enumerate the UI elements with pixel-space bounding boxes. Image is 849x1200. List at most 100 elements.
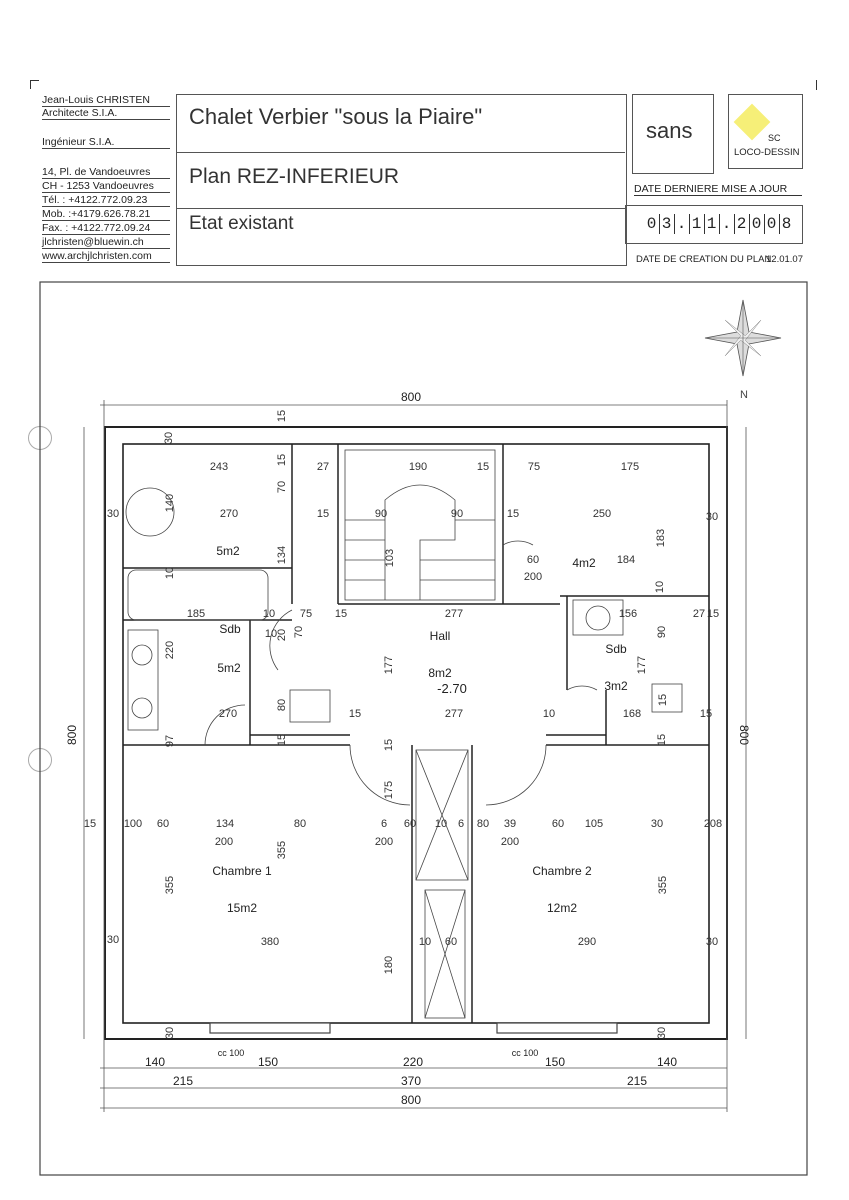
interior-dimension-label: 6 <box>458 818 464 830</box>
room-name: Sdb <box>605 642 627 656</box>
interior-dimension-label: 168 <box>623 708 641 720</box>
interior-dimension-label: 30 <box>107 934 119 946</box>
interior-dimension-label: 270 <box>219 708 237 720</box>
interior-dimension-label: 80 <box>294 818 306 830</box>
interior-dimension-label: 10 <box>263 608 275 620</box>
interior-dimension-label: 177 <box>383 656 395 674</box>
email: jlchristen@bluewin.ch <box>42 236 170 249</box>
interior-dimension-label: 15 <box>276 734 288 746</box>
interior-dimension-label: 290 <box>578 936 596 948</box>
interior-dimension-label: 10 <box>654 581 666 593</box>
interior-dimension-label: 15 <box>276 410 288 422</box>
interior-dimension-label: 30 <box>706 511 718 523</box>
scale-box <box>632 94 714 174</box>
dim-bottom-1: 140 <box>145 1055 165 1069</box>
room-area: 5m2 <box>216 544 240 558</box>
dim-bottom-1: 220 <box>403 1055 423 1069</box>
website: www.archjlchristen.com <box>42 250 170 263</box>
dim-bottom-2: 215 <box>627 1074 647 1088</box>
address-line-2: CH - 1253 Vandoeuvres <box>42 180 170 193</box>
interior-dimension-label: 15 <box>507 508 519 520</box>
windows <box>209 1022 618 1034</box>
corner-mark <box>816 80 817 90</box>
interior-dimension-label: 30 <box>163 432 175 444</box>
dim-bottom-1: 140 <box>657 1055 677 1069</box>
fax: Fax. : +4122.772.09.24 <box>42 222 170 235</box>
interior-dimension-label: 70 <box>276 481 288 493</box>
interior-dimension-label: 75 <box>300 608 312 620</box>
room-labels: Hall 8m2 -2.70 5m2 4m2 Sdb 5m2 Sdb 3m2 C… <box>212 544 628 915</box>
compass-north-label: N <box>740 389 748 401</box>
interior-dimension-label: 355 <box>657 876 669 894</box>
interior-dimension-label: 277 <box>445 708 463 720</box>
interior-dimension-label: 27 <box>317 461 329 473</box>
interior-dimension-label: 184 <box>617 554 635 566</box>
staircase <box>344 449 496 601</box>
interior-dimension-label: 15 <box>335 608 347 620</box>
date-digit: . <box>721 215 732 234</box>
plan-title: Plan REZ-INFERIEUR <box>189 165 400 188</box>
interior-dimension-label: 10 <box>164 567 176 579</box>
interior-dimension-label: 30 <box>656 1027 668 1039</box>
interior-dimension-label: 100 <box>124 818 142 830</box>
interior-dimension-label: 10 <box>265 628 277 640</box>
drawing-frame <box>39 281 808 1176</box>
outer-wall <box>104 426 728 1040</box>
interior-dimension-label: 15 <box>349 708 361 720</box>
creation-date: 12.01.07 <box>766 254 803 265</box>
interior-dimension-label: 175 <box>621 461 639 473</box>
interior-dimension-label: 183 <box>655 529 667 547</box>
interior-dimension-label: 140 <box>164 494 176 512</box>
architect-name: Jean-Louis CHRISTEN <box>42 94 170 107</box>
address-line-1: 14, Pl. de Vandoeuvres <box>42 166 170 179</box>
phone: Tél. : +4122.772.09.23 <box>42 194 170 207</box>
interior-dimension-label: 250 <box>593 508 611 520</box>
interior-dimension-label: 97 <box>164 735 176 747</box>
interior-dimension-label: 156 <box>619 608 637 620</box>
date-digit: 8 <box>781 215 792 234</box>
dim-bottom-1: 150 <box>545 1055 565 1069</box>
interior-walls <box>123 444 709 1023</box>
creation-label: DATE DE CREATION DU PLAN <box>636 254 772 265</box>
interior-dimension-label: 10 <box>419 936 431 948</box>
room-area: 5m2 <box>217 661 241 675</box>
interior-dimension-label: 185 <box>187 608 205 620</box>
interior-dimension-label: 105 <box>585 818 603 830</box>
dimension-lines <box>83 400 747 1112</box>
room-area: 15m2 <box>227 901 257 915</box>
dim-bottom-2: 215 <box>173 1074 193 1088</box>
date-digit: 1 <box>706 215 717 234</box>
interior-dimension-label: 103 <box>384 549 396 567</box>
logo-name: LOCO-DESSIN <box>734 147 800 158</box>
room-area: 4m2 <box>572 556 596 570</box>
interior-dimension-label: 10 <box>435 818 447 830</box>
dim-bottom-2: 370 <box>401 1074 421 1088</box>
dim-left: 800 <box>65 725 79 745</box>
engineer-title: Ingénieur S.I.A. <box>42 136 170 149</box>
interior-dimension-label: 60 <box>404 818 416 830</box>
room-name: Sdb <box>219 622 241 636</box>
interior-dimension-label: 39 <box>504 818 516 830</box>
interior-dimension-label: 270 <box>220 508 238 520</box>
interior-dimension-label: 30 <box>164 1027 176 1039</box>
interior-dimension-label: 200 <box>501 836 519 848</box>
room-name: Hall <box>430 629 451 643</box>
compass-rose-icon <box>704 299 782 377</box>
scale-value: sans <box>646 118 693 143</box>
interior-dimension-label: 180 <box>383 956 395 974</box>
interior-dimension-label: 30 <box>651 818 663 830</box>
room-area: 8m2 <box>428 666 452 680</box>
interior-dimension-label: 30 <box>107 508 119 520</box>
interior-dimension-label: 10 <box>543 708 555 720</box>
last-update-label: DATE DERNIERE MISE A JOUR <box>634 183 802 196</box>
interior-dimension-label: 355 <box>164 876 176 894</box>
interior-dimension-label: 15 <box>317 508 329 520</box>
interior-dimension-label: 200 <box>524 571 542 583</box>
door-swings <box>204 540 598 806</box>
interior-dimension-label: 60 <box>527 554 539 566</box>
interior-dimension-label: 243 <box>210 461 228 473</box>
interior-dimension-label: 134 <box>276 546 288 564</box>
corner-mark <box>30 80 39 89</box>
interior-dimension-label: 15 <box>657 694 669 706</box>
